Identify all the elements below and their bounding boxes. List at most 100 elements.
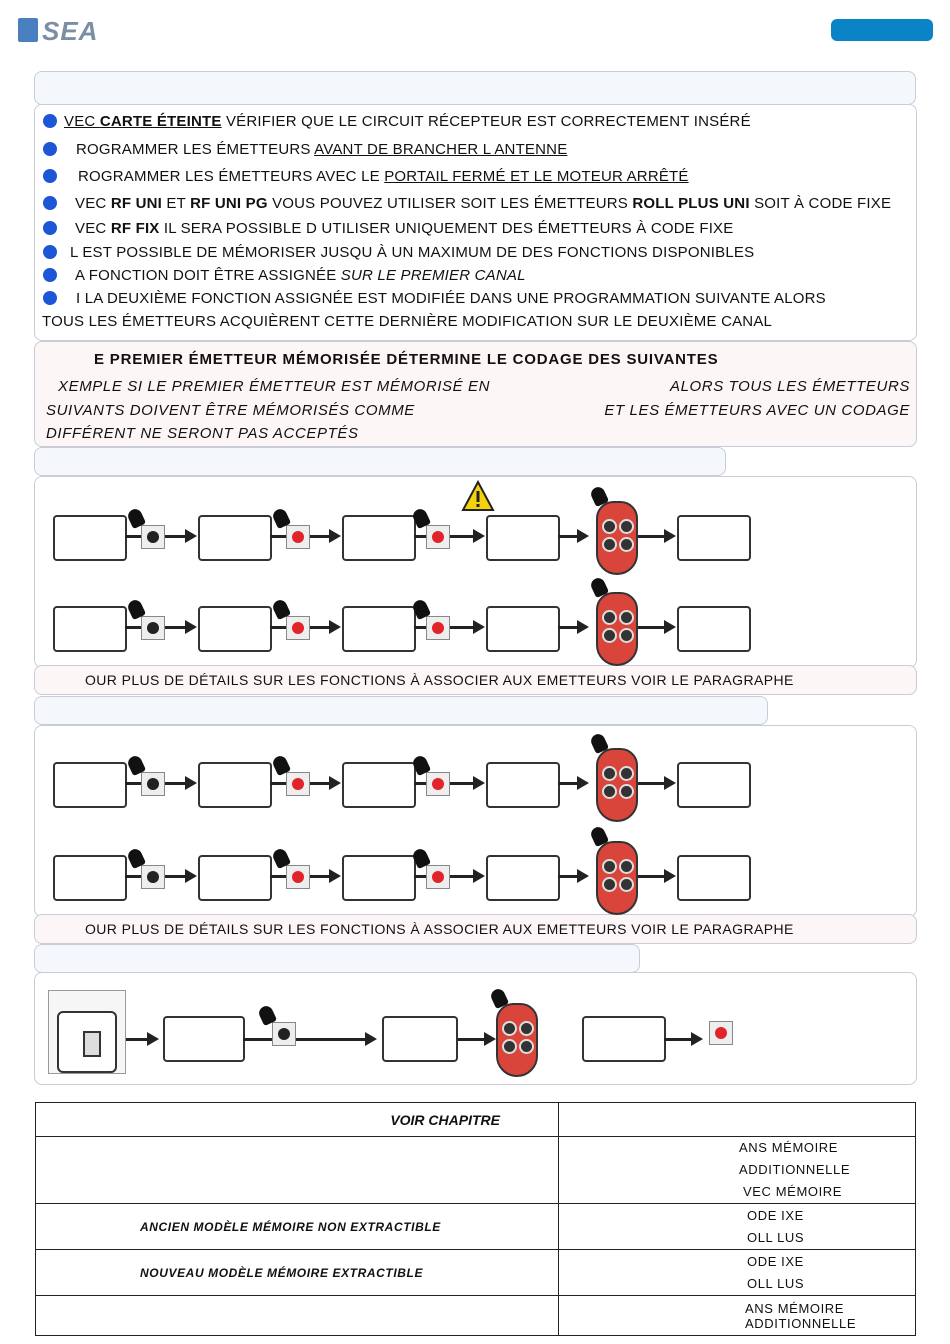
connector-line [558,626,578,629]
arrow-icon [473,869,485,883]
arrow-icon [473,529,485,543]
step-box [198,855,272,901]
connector-line [636,782,665,785]
section-header-1 [34,447,726,476]
remote-control-icon [596,592,638,666]
table-cell-left: ANCIEN MODÈLE MÉMOIRE NON EXTRACTIBLE [36,1204,559,1250]
step-box [342,855,416,901]
step-box [163,1016,245,1062]
arrow-icon [664,529,676,543]
section-header-3 [34,944,640,973]
remote-control-icon [596,748,638,822]
table-cell-left: NOUVEAU MODÈLE MÉMOIRE EXTRACTIBLE [36,1250,559,1296]
note-line: VEC RF UNI ET RF UNI PG VOUS POUVEZ UTIL… [75,195,891,212]
bullet-icon [43,196,57,210]
push-button-icon [141,865,165,889]
table-row: ANS MÉMOIRE ADDITIONNELLE [36,1296,916,1336]
arrow-icon [329,529,341,543]
arrow-icon [185,776,197,790]
step-box [677,762,751,808]
step-box [486,606,560,652]
receiver-box-icon [48,990,126,1074]
table-cell-right-line: ODE IXE [565,1251,909,1273]
arrow-icon [577,620,589,634]
push-button-icon [272,1022,296,1046]
bullet-icon [43,221,57,235]
coding-warning-line1-right: ALORS TOUS LES ÉMETTEURS [670,378,910,395]
table-header-right [559,1103,916,1137]
note-line: VEC CARTE ÉTEINTE VÉRIFIER QUE LE CIRCUI… [64,113,751,130]
section-1-footer-text: OUR PLUS DE DÉTAILS SUR LES FONCTIONS À … [85,672,794,688]
arrow-icon [329,620,341,634]
compatibility-table: VOIR CHAPITRE ANS MÉMOIRE ADDITIONNELLE … [35,1102,916,1336]
connector-line [636,875,665,878]
connector-line [558,875,578,878]
push-button-icon [426,616,450,640]
note-line: ROGRAMMER LES ÉMETTEURS AVANT DE BRANCHE… [76,141,567,158]
step-box [198,762,272,808]
bullet-icon [43,114,57,128]
table-row: ANCIEN MODÈLE MÉMOIRE NON EXTRACTIBLE OD… [36,1204,916,1250]
arrow-icon [329,776,341,790]
table-cell-right: ANS MÉMOIRE ADDITIONNELLE VEC MÉMOIRE [559,1137,916,1204]
connector-line [558,535,578,538]
section-2-footer-text: OUR PLUS DE DÉTAILS SUR LES FONCTIONS À … [85,921,794,937]
push-button-icon [426,772,450,796]
step-box [53,762,127,808]
step-box [198,606,272,652]
notes-continuation: TOUS LES ÉMETTEURS ACQUIÈRENT CETTE DERN… [42,313,772,330]
table-cell-right-line: ODE IXE [565,1205,909,1227]
push-button-icon [709,1021,733,1045]
arrow-icon [484,1032,496,1046]
step-box [342,606,416,652]
arrow-icon [329,869,341,883]
coding-warning-line3: DIFFÉRENT NE SERONT PAS ACCEPTÉS [46,425,359,442]
bullet-icon [43,142,57,156]
step-box [53,515,127,561]
warning-icon [461,480,495,512]
step-box [486,762,560,808]
connector-line [664,1038,692,1041]
arrow-icon [577,776,589,790]
section-2-diagram [34,725,917,917]
note-line: A FONCTION DOIT ÊTRE ASSIGNÉE SUR LE PRE… [75,267,526,284]
table-cell-right: ODE IXE OLL LUS [559,1204,916,1250]
table-cell-right: ANS MÉMOIRE ADDITIONNELLE [559,1296,916,1336]
step-box [342,762,416,808]
table-cell-right-line: ANS MÉMOIRE ADDITIONNELLE [565,1137,909,1181]
header-badge [831,19,933,41]
step-box [677,515,751,561]
push-button-icon [286,616,310,640]
connector-line [126,1038,148,1041]
table-cell-left [36,1137,559,1204]
note-line: L EST POSSIBLE DE MÉMORISER JUSQU À UN M… [70,244,754,261]
connector-line [636,626,665,629]
coding-warning-title: E PREMIER ÉMETTEUR MÉMORISÉE DÉTERMINE L… [94,351,718,368]
arrow-icon [147,1032,159,1046]
push-button-icon [141,616,165,640]
note-line: ROGRAMMER LES ÉMETTEURS AVEC LE PORTAIL … [78,168,689,185]
arrow-icon [577,529,589,543]
bullet-icon [43,245,57,259]
push-button-icon [141,772,165,796]
step-box [198,515,272,561]
bullet-icon [43,291,57,305]
table-cell-right-line: OLL LUS [565,1273,909,1295]
arrow-icon [664,869,676,883]
connector-line [636,535,665,538]
coding-warning-line2-right: ET LES ÉMETTEURS AVEC UN CODAGE [604,402,910,419]
connector-line [243,1038,366,1041]
remote-control-icon [496,1003,538,1077]
step-box [53,855,127,901]
table-cell-right-line: OLL LUS [565,1227,909,1249]
table-row: ANS MÉMOIRE ADDITIONNELLE VEC MÉMOIRE [36,1137,916,1204]
arrow-icon [473,776,485,790]
push-button-icon [426,525,450,549]
arrow-icon [185,869,197,883]
push-button-icon [426,865,450,889]
note-line: VEC RF FIX IL SERA POSSIBLE D UTILISER U… [75,220,733,237]
sea-logo: SEA [18,14,118,50]
remote-control-icon [596,501,638,575]
table-cell-right: ODE IXE OLL LUS [559,1250,916,1296]
coding-warning-line2-left: SUIVANTS DOIVENT ÊTRE MÉMORISÉS COMME [46,402,415,419]
